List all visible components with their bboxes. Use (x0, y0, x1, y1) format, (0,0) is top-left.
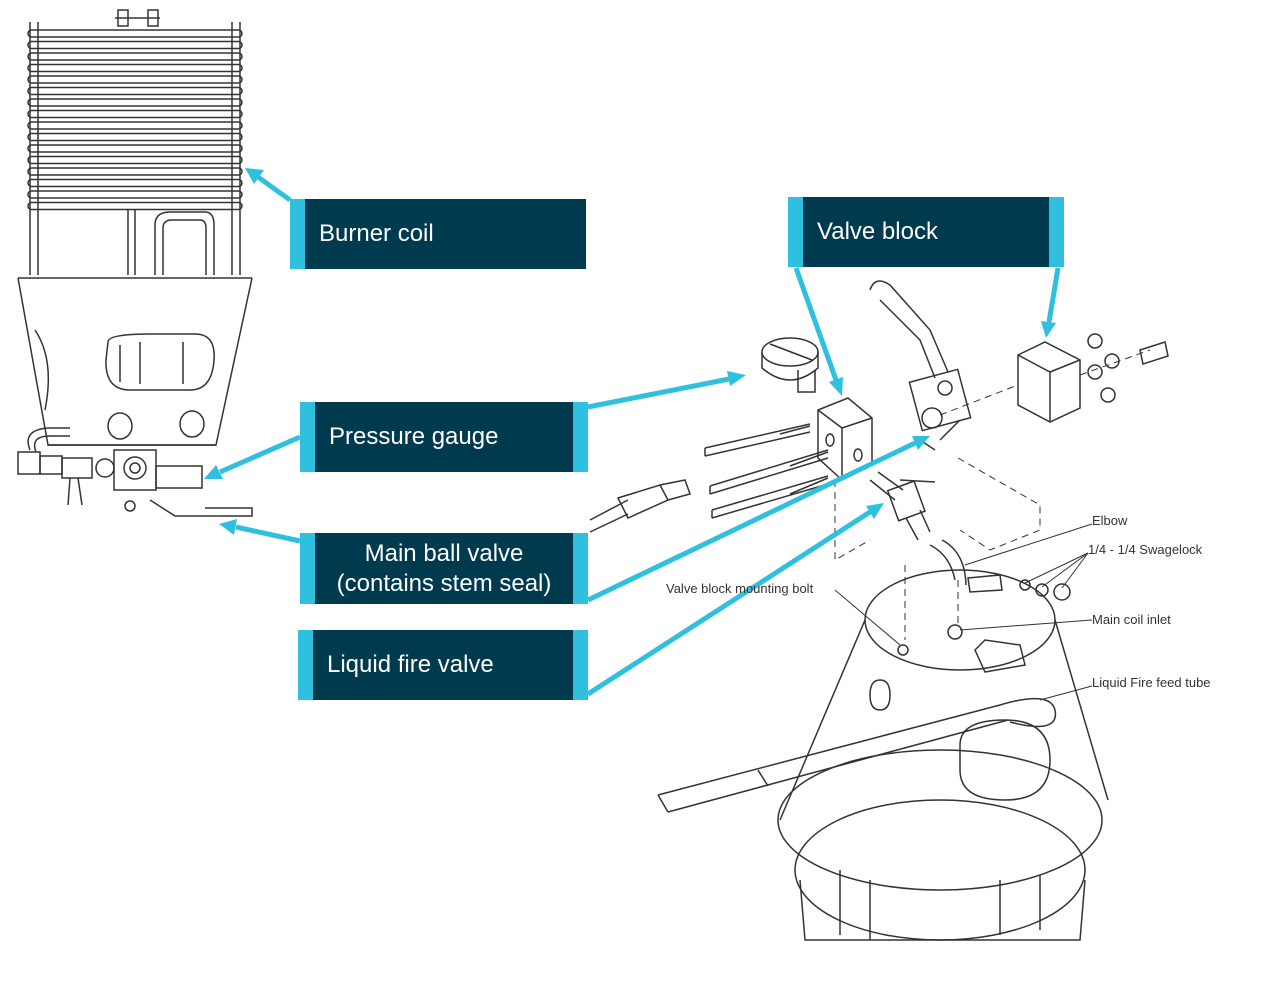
callout-pressure-gauge-text: Pressure gauge (329, 423, 499, 450)
label-elbow: Elbow (1092, 513, 1128, 528)
arrow-liquid-fire-valve (586, 503, 884, 697)
arrow-burner-coil (245, 168, 292, 203)
left-valve-assembly-drawing (17, 427, 253, 517)
coil-ring (27, 109, 243, 119)
liquid-fire-valve-drawing (869, 471, 936, 541)
leader-lines (834, 523, 1093, 701)
coil-ring (27, 167, 243, 176)
pressure-gauge-drawing (761, 337, 819, 393)
ball-valve-drawing (869, 280, 972, 451)
accent-bar (290, 199, 305, 269)
burner-base-drawing (17, 277, 253, 446)
label-swagelock: 1/4 - 1/4 Swagelock (1088, 542, 1203, 557)
accent-bar (573, 402, 588, 472)
coil-ring (27, 190, 243, 199)
coil-ring (27, 144, 243, 153)
coil-ring (27, 63, 243, 73)
fitting-left-drawing (589, 479, 691, 533)
coil-ring (27, 178, 243, 188)
coil-ring (27, 132, 243, 142)
callout-liquid-fire-valve: Liquid fire valve (298, 630, 588, 700)
accent-bar (298, 630, 313, 700)
callout-main-ball-valve: Main ball valve (contains stem seal) (300, 533, 588, 604)
accent-bar (788, 197, 803, 267)
accent-bar (573, 533, 588, 604)
accent-bar (573, 630, 588, 700)
coil-ring (27, 52, 243, 61)
accent-bar (300, 402, 315, 472)
coil-ring (27, 98, 243, 107)
arrow-main-ball-valve-left (219, 519, 301, 544)
coil-ring (27, 86, 243, 96)
label-main-coil-inlet: Main coil inlet (1092, 612, 1171, 627)
callout-valve-block: Valve block (788, 197, 1064, 267)
coil-ring (27, 75, 243, 84)
dashed-guide-lines (834, 349, 1151, 640)
arrow-pressure-gauge-left (204, 434, 302, 479)
arrow-valve-block-right (1041, 267, 1061, 338)
callout-burner-coil-text: Burner coil (319, 220, 434, 247)
arrow-pressure-gauge-right (587, 371, 746, 410)
coil-ring (27, 29, 243, 38)
callout-liquid-fire-valve-text: Liquid fire valve (327, 651, 494, 678)
accent-bar (1049, 197, 1064, 267)
label-valve-block-mounting-bolt: Valve block mounting bolt (666, 581, 814, 596)
coil-ring (27, 155, 243, 165)
valve-block-right-drawing (1017, 341, 1081, 423)
coil-ring (27, 121, 243, 130)
lower-burner-drawing (657, 569, 1109, 941)
arrow-main-ball-valve-right (586, 436, 930, 603)
callout-main-ball-valve-text: Main ball valve (contains stem seal) (336, 539, 552, 597)
coil-ring (27, 40, 243, 50)
callout-burner-coil: Burner coil (290, 199, 586, 269)
burner-coil-drawing (27, 9, 243, 275)
callout-valve-block-text: Valve block (817, 218, 938, 245)
bolts-drawing (704, 423, 829, 519)
callout-pressure-gauge: Pressure gauge (300, 402, 588, 472)
nuts-drawing (1087, 333, 1169, 403)
arrow-valve-block-left (793, 267, 843, 396)
label-liquid-fire-feed-tube: Liquid Fire feed tube (1092, 675, 1211, 690)
accent-bar (300, 533, 315, 604)
coil-ring (27, 201, 243, 211)
